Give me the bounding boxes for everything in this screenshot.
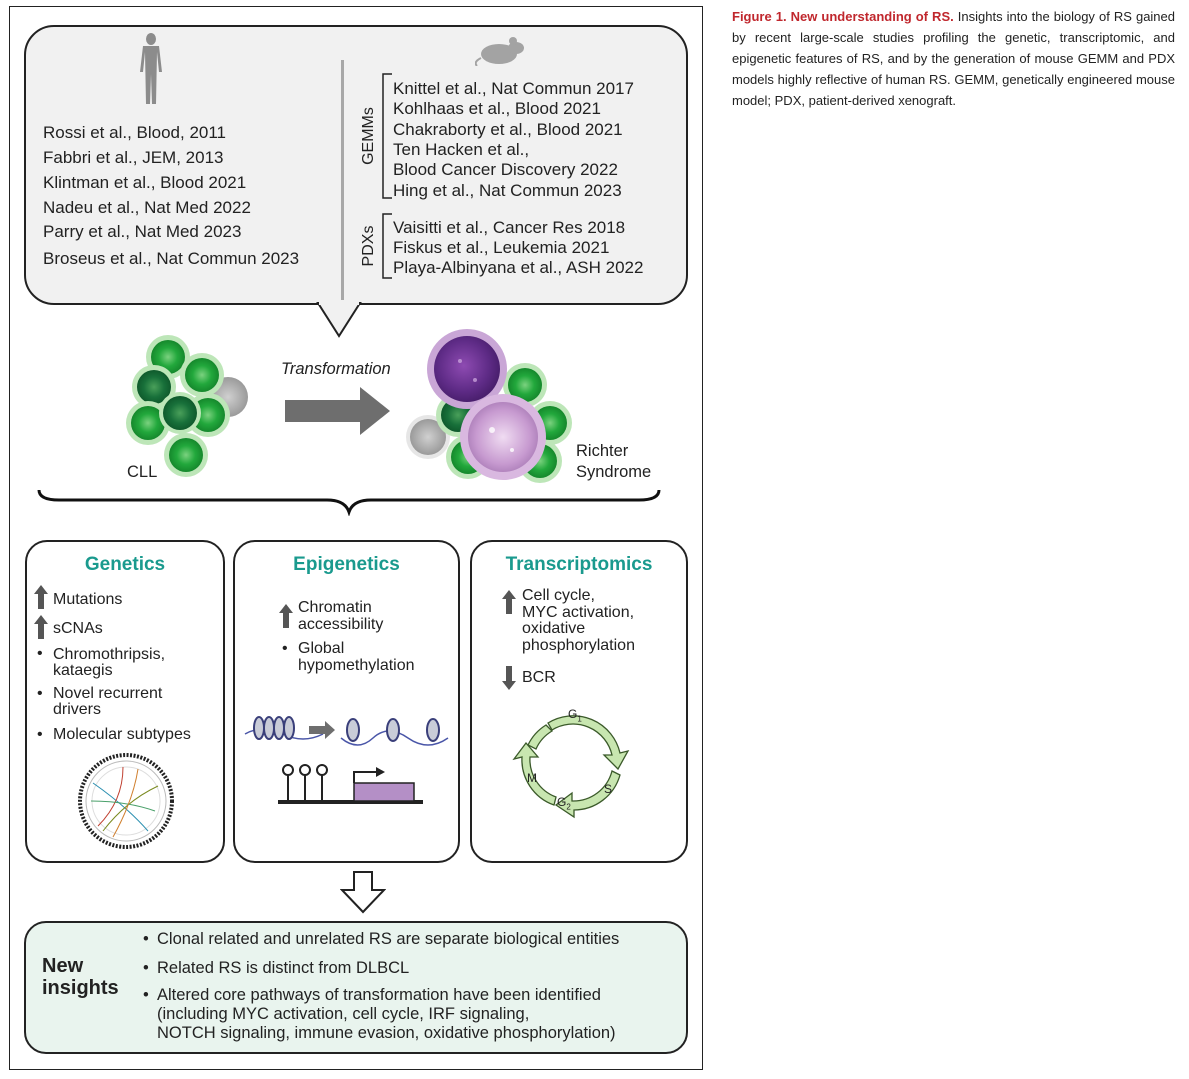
insights-heading-2: insights: [42, 977, 119, 999]
transformation-label: Transformation: [281, 360, 391, 378]
up-arrow-icon: [502, 590, 516, 614]
genetics-item: Mutations: [53, 591, 123, 608]
cll-cells: [126, 335, 248, 477]
human-ref: Broseus et al., Nat Commun 2023: [43, 249, 300, 268]
human-ref: Nadeu et al., Nat Med 2022: [43, 198, 251, 217]
cycle-label-m: M: [527, 771, 537, 785]
gemm-label: GEMMs: [360, 107, 377, 165]
genetics-bullet: Molecular subtypes: [53, 726, 191, 743]
caption-title: Figure 1. New understanding of RS.: [732, 9, 954, 24]
callout-divider: [341, 60, 344, 300]
epigenetics-item: Chromatin: [298, 599, 372, 616]
model-brackets: [382, 73, 392, 279]
caption-body: Insights into the biology of RS gained b…: [732, 9, 1175, 108]
human-icon: [140, 33, 162, 104]
human-ref: Klintman et al., Blood 2021: [43, 173, 247, 192]
transcriptomics-item: oxidative: [522, 620, 586, 637]
bullet: •: [37, 726, 43, 743]
up-arrow-icon: [34, 615, 48, 639]
transcriptomics-item: MYC activation,: [522, 604, 635, 621]
bullet: •: [143, 959, 149, 977]
cycle-label-g2: G2: [557, 795, 571, 812]
cycle-label-s: S: [604, 782, 613, 796]
bullet: •: [143, 930, 149, 948]
cell-cycle-diagram: [512, 715, 630, 819]
transcriptomics-title: Transcriptomics: [505, 554, 653, 575]
circos-plot-icon: [78, 753, 174, 849]
pdx-ref: Playa-Albinyana et al., ASH 2022: [393, 258, 644, 277]
rs-cells: [406, 329, 572, 483]
chromatin-diagram: [244, 716, 449, 804]
gemm-ref: Ten Hacken et al.,: [393, 140, 530, 159]
transcriptomics-item: Cell cycle,: [522, 587, 595, 604]
human-ref: Fabbri et al., JEM, 2013: [43, 148, 224, 167]
genetics-bullet: Novel recurrent: [53, 685, 163, 702]
gemm-ref: Chakraborty et al., Blood 2021: [393, 120, 623, 139]
transcriptomics-item: phosphorylation: [522, 637, 635, 654]
gemm-ref: Knittel et al., Nat Commun 2017: [393, 79, 634, 98]
curly-brace: [37, 489, 661, 516]
human-ref: Parry et al., Nat Med 2023: [43, 222, 242, 241]
gemm-ref: Kohlhaas et al., Blood 2021: [393, 99, 601, 118]
up-arrow-icon: [279, 604, 293, 628]
genetics-bullet: Chromothripsis,: [53, 646, 166, 663]
figure-caption: Figure 1. New understanding of RS. Insig…: [732, 6, 1175, 111]
gemm-ref: Blood Cancer Discovery 2022: [393, 160, 618, 179]
cll-label: CLL: [127, 463, 158, 481]
bullet: •: [143, 986, 149, 1004]
insights-heading-1: New: [42, 955, 84, 977]
epigenetics-panel: Epigenetics: [233, 540, 460, 863]
bullet: •: [37, 685, 43, 702]
transcriptomics-down-item: BCR: [522, 669, 556, 686]
genetics-bullet: drivers: [53, 701, 102, 718]
mouse-icon: [475, 37, 524, 66]
down-hollow-arrow-icon: [340, 871, 386, 914]
cycle-label-g1: G1: [568, 707, 582, 724]
new-insights-panel: [24, 921, 688, 1054]
insight-point: Altered core pathways of transformation …: [157, 986, 601, 1004]
rs-label-2: Syndrome: [576, 463, 652, 481]
transformation-illustration: [126, 329, 572, 483]
insight-point: (including MYC activation, cell cycle, I…: [157, 1005, 530, 1023]
insight-point: Related RS is distinct from DLBCL: [157, 959, 410, 977]
epigenetics-title: Epigenetics: [293, 554, 400, 575]
references-callout: [24, 25, 688, 305]
down-arrow-icon: [502, 666, 516, 690]
genetics-item: sCNAs: [53, 620, 103, 637]
pdx-label: PDXs: [360, 225, 377, 267]
bullet: •: [282, 640, 288, 657]
callout-pointer: [316, 301, 362, 338]
bullet: •: [37, 645, 43, 662]
gemm-ref: Hing et al., Nat Commun 2023: [393, 181, 622, 200]
genetics-panel: Genetics: [25, 540, 225, 863]
rs-label-1: Richter: [576, 442, 629, 460]
insight-point: Clonal related and unrelated RS are sepa…: [157, 930, 620, 948]
epigenetics-bullet: Global: [298, 640, 345, 657]
pdx-ref: Fiskus et al., Leukemia 2021: [393, 238, 610, 257]
genetics-title: Genetics: [84, 554, 166, 575]
epigenetics-bullet: hypomethylation: [298, 657, 415, 674]
human-ref: Rossi et al., Blood, 2011: [43, 123, 227, 142]
epigenetics-item: accessibility: [298, 616, 384, 633]
pdx-ref: Vaisitti et al., Cancer Res 2018: [393, 218, 626, 237]
transformation-arrow: [285, 387, 390, 435]
insight-point: NOTCH signaling, immune evasion, oxidati…: [157, 1024, 616, 1042]
up-arrow-icon: [34, 585, 48, 609]
genetics-bullet: kataegis: [53, 662, 113, 679]
